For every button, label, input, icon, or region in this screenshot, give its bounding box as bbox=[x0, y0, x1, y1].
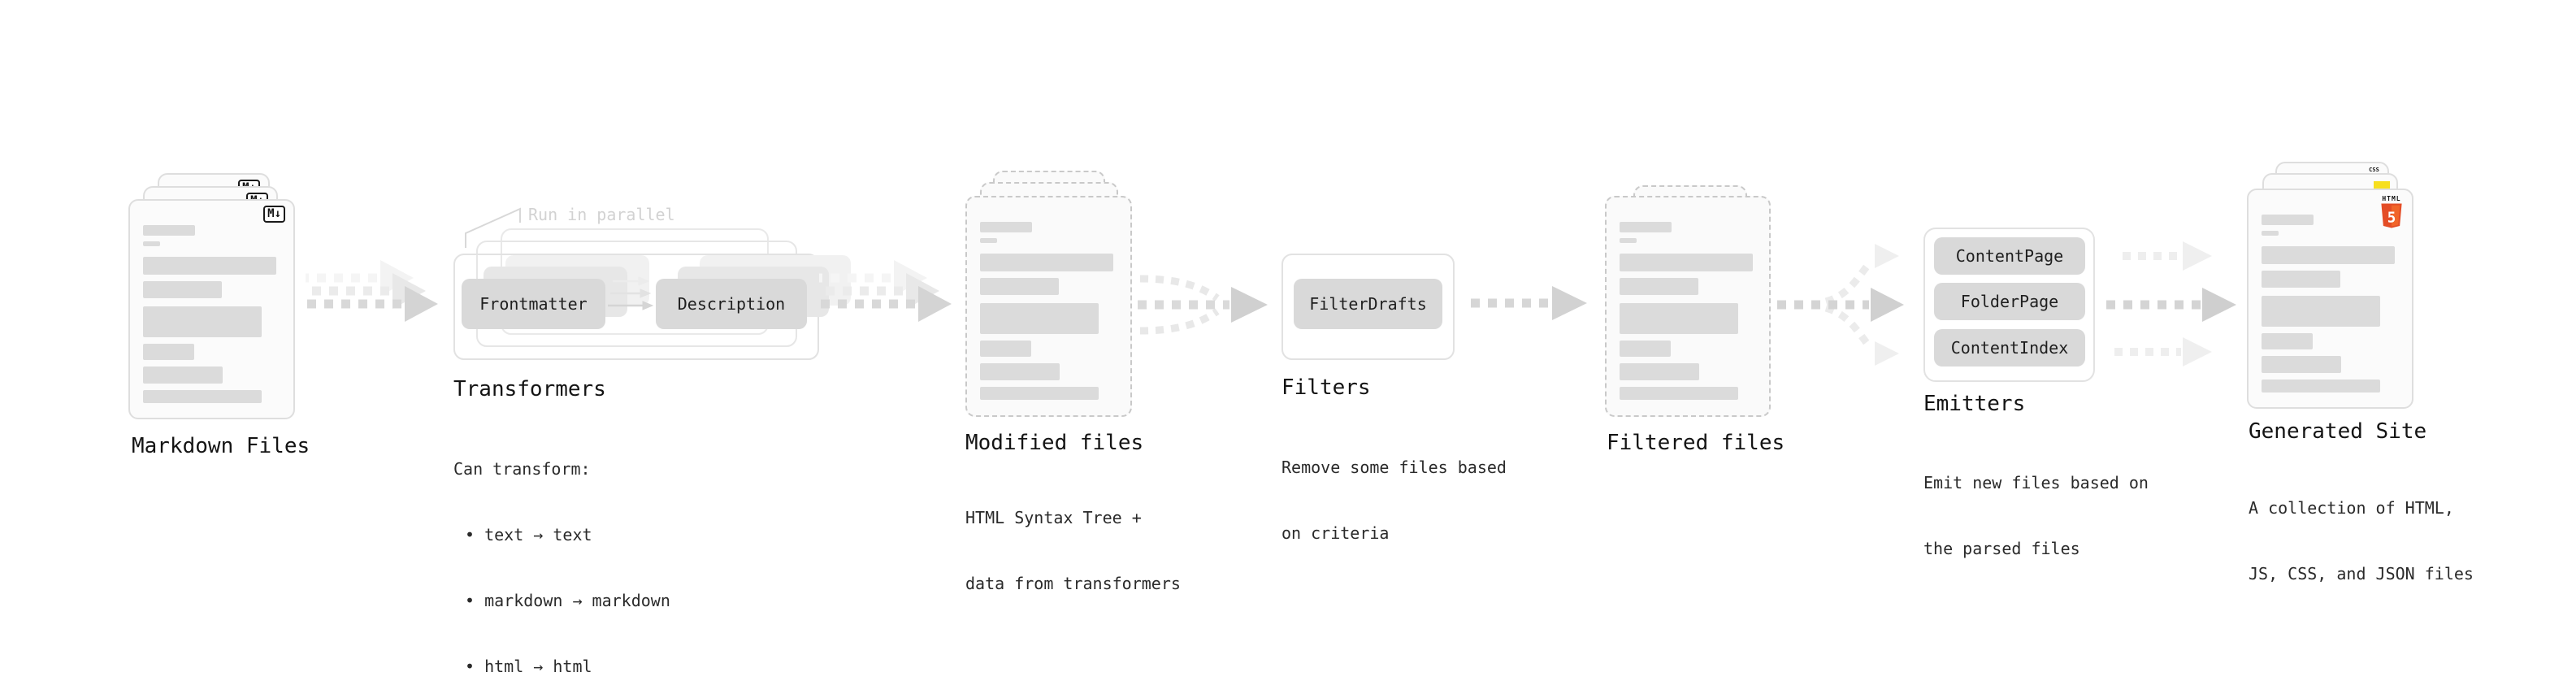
annotation-connector-line bbox=[465, 207, 521, 248]
flow-arrow-icon bbox=[306, 260, 438, 322]
text-bar bbox=[2262, 333, 2313, 349]
emitter-output-arrow-icon bbox=[2106, 288, 2236, 322]
markdown-file-card-front: M↓ bbox=[128, 199, 295, 419]
markdown-files-label: Markdown Files bbox=[132, 434, 310, 458]
transform-bullet: • text → text bbox=[465, 525, 592, 544]
css-label: CSS bbox=[2369, 167, 2379, 173]
text-bar bbox=[1620, 303, 1738, 334]
text-bar bbox=[980, 222, 1032, 232]
text-bar bbox=[143, 225, 195, 236]
text-bar bbox=[2262, 356, 2341, 373]
text-bar bbox=[980, 254, 1113, 271]
text-bar bbox=[143, 281, 222, 298]
generated-html-file-card: HTML 5 bbox=[2247, 189, 2413, 409]
html5-word: HTML bbox=[2382, 195, 2401, 202]
modified-files-label: Modified files bbox=[965, 431, 1144, 455]
filterdrafts-pill: FilterDrafts bbox=[1294, 279, 1442, 329]
filtered-files-label: Filtered files bbox=[1607, 431, 1785, 455]
html5-shield: 5 bbox=[2381, 203, 2402, 228]
markdown-icon: M↓ bbox=[263, 206, 285, 223]
filters-description: Remove some files based on criteria bbox=[1281, 413, 1507, 588]
svg-text:5: 5 bbox=[2387, 210, 2396, 226]
flow-arrow-icon bbox=[1471, 286, 1587, 320]
text-bar bbox=[980, 340, 1031, 357]
transformers-description: Can transform: • text → text • markdown … bbox=[453, 414, 670, 681]
text-bar bbox=[980, 387, 1099, 400]
contentpage-emitter-pill: ContentPage bbox=[1934, 237, 2085, 275]
transform-bullet: • markdown → markdown bbox=[465, 591, 670, 610]
description-line: HTML Syntax Tree + bbox=[965, 508, 1142, 527]
text-bar bbox=[1620, 254, 1753, 271]
text-bar bbox=[2262, 296, 2380, 327]
emitters-label: Emitters bbox=[1923, 392, 2026, 416]
text-bar bbox=[1620, 387, 1738, 400]
frontmatter-transformer-pill: Frontmatter bbox=[462, 279, 605, 329]
pill-arrows-icon bbox=[608, 276, 654, 310]
transformers-label: Transformers bbox=[453, 377, 606, 401]
filters-label: Filters bbox=[1281, 375, 1371, 400]
diverge-arrows-icon bbox=[1777, 244, 1904, 366]
file-content-placeholder bbox=[1607, 197, 1769, 400]
modified-files-description: HTML Syntax Tree + data from transformer… bbox=[965, 463, 1181, 639]
text-bar bbox=[1620, 238, 1637, 243]
text-bar bbox=[143, 306, 262, 337]
file-content-placeholder bbox=[130, 201, 293, 403]
text-bar bbox=[2262, 271, 2340, 288]
description-transformer-pill: Description bbox=[656, 279, 807, 329]
description-line: JS, CSS, and JSON files bbox=[2249, 564, 2474, 583]
text-bar bbox=[1620, 278, 1698, 295]
text-bar bbox=[2262, 231, 2279, 236]
generated-site-description: A collection of HTML, JS, CSS, and JSON … bbox=[2249, 453, 2474, 629]
description-line: Remove some files based bbox=[1281, 458, 1507, 477]
text-bar bbox=[2262, 380, 2380, 393]
transform-bullet: • html → html bbox=[465, 657, 592, 676]
emitter-output-arrow-icon bbox=[2114, 337, 2212, 367]
contentindex-emitter-pill: ContentIndex bbox=[1934, 329, 2085, 367]
text-bar bbox=[980, 303, 1099, 334]
text-bar bbox=[143, 390, 262, 403]
text-bar bbox=[143, 257, 276, 275]
description-line: A collection of HTML, bbox=[2249, 498, 2454, 518]
run-in-parallel-annotation: Run in parallel bbox=[528, 205, 675, 224]
emitter-output-arrow-icon bbox=[2123, 241, 2212, 271]
text-bar bbox=[1620, 340, 1671, 357]
filtered-file-card-front bbox=[1605, 196, 1771, 417]
js-file-icon bbox=[2374, 181, 2390, 190]
file-content-placeholder bbox=[2249, 190, 2412, 393]
can-transform-title: Can transform: bbox=[453, 459, 591, 479]
converge-arrows-icon bbox=[1138, 275, 1268, 335]
description-line: Emit new files based on bbox=[1923, 473, 2149, 492]
description-line: the parsed files bbox=[1923, 539, 2080, 558]
text-bar bbox=[980, 363, 1060, 380]
text-bar bbox=[2262, 215, 2314, 225]
text-bar bbox=[2262, 246, 2395, 264]
text-bar bbox=[980, 278, 1059, 295]
text-bar bbox=[1620, 222, 1672, 232]
text-bar bbox=[143, 241, 160, 246]
text-bar bbox=[1620, 363, 1699, 380]
text-bar bbox=[980, 238, 997, 243]
flow-arrow-icon bbox=[819, 260, 952, 322]
description-line: on criteria bbox=[1281, 523, 1390, 543]
text-bar bbox=[143, 367, 223, 384]
file-content-placeholder bbox=[967, 197, 1130, 400]
modified-file-card-front bbox=[965, 196, 1132, 417]
text-bar bbox=[143, 344, 194, 360]
description-line: data from transformers bbox=[965, 574, 1181, 593]
generated-site-label: Generated Site bbox=[2249, 419, 2427, 444]
emitters-description: Emit new files based on the parsed files bbox=[1923, 428, 2149, 604]
folderpage-emitter-pill: FolderPage bbox=[1934, 283, 2085, 320]
html5-icon: HTML 5 bbox=[2379, 195, 2404, 232]
